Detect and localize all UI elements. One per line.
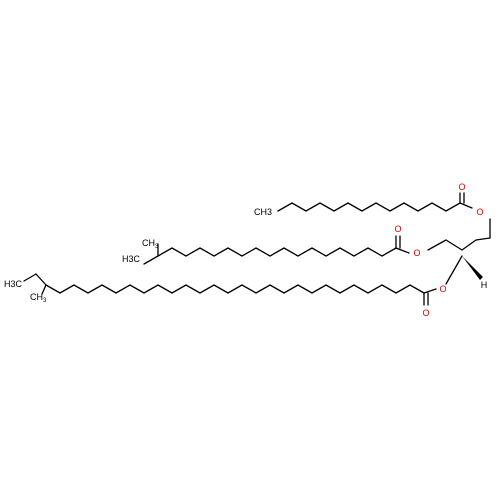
carbonyl-oxygen-1: O	[458, 182, 465, 192]
stereo-hydrogen: H	[481, 280, 488, 290]
chain-2-backbone	[157, 247, 410, 257]
ester-oxygen-2: O	[413, 248, 420, 258]
terminal-methyl-1: CH3	[254, 207, 272, 217]
chain-1-backbone	[277, 202, 473, 212]
branch-methyl-2: CH3	[142, 238, 159, 250]
chain-3-ethyl-bond	[35, 273, 47, 286]
chain-3-branch-bond	[41, 284, 47, 295]
carbonyl-oxygen-3: O	[422, 308, 429, 318]
chain-2-ethyl-bond	[143, 255, 159, 265]
branch-methyl-3: CH3	[30, 292, 47, 304]
chain-3-ester-link	[445, 255, 463, 285]
ester-oxygen-3: O	[439, 284, 446, 294]
glycerol-backbone	[427, 237, 491, 251]
stereo-wedge	[462, 256, 483, 280]
ester-oxygen-1: O	[476, 207, 483, 217]
chain-3-backbone	[45, 284, 437, 294]
terminal-methyl-3: H3C	[4, 279, 23, 289]
terminal-methyl-2: H3C	[122, 254, 141, 264]
chain-3-ethyl-bond-2	[23, 273, 37, 282]
carbonyl-oxygen-2: O	[394, 224, 401, 234]
